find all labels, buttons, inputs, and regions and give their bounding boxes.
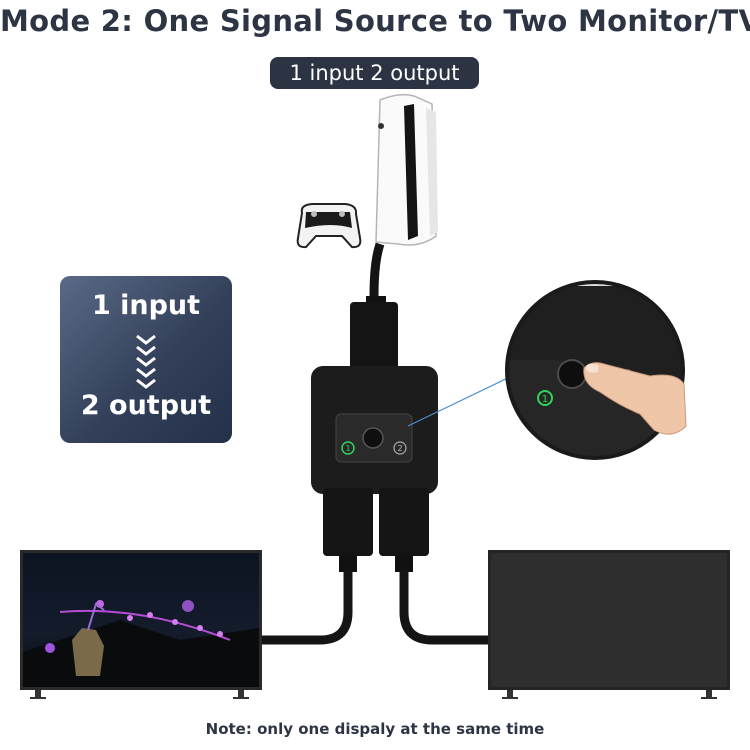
finger-press-icon — [583, 362, 687, 435]
port1-label: 1 — [345, 444, 350, 453]
zoom-port1-label: 1 — [542, 394, 548, 405]
tv-right-icon — [488, 550, 730, 699]
output-cable-left — [262, 570, 353, 645]
chevron-down-icon — [136, 334, 156, 389]
input-hdmi-plug — [350, 302, 398, 374]
tv-left-icon — [20, 550, 262, 699]
input-output-box: 1 input 2 output — [60, 276, 232, 443]
ps5-console-icon — [375, 93, 438, 246]
input-label: 1 input — [91, 290, 201, 321]
footer-note: Note: only one dispaly at the same time — [205, 720, 545, 738]
callout-line — [407, 375, 513, 427]
output-label: 2 output — [80, 390, 212, 421]
output-hdmi-plug-1 — [323, 488, 373, 556]
output-hdmi-plug-2 — [379, 488, 429, 556]
controller-icon — [296, 203, 362, 249]
hdmi-switch-icon: 1 2 — [311, 366, 438, 494]
page-title: Mode 2: One Signal Source to Two Monitor… — [0, 4, 750, 38]
port2-label: 2 — [397, 444, 402, 453]
mode-badge: 1 input 2 output — [270, 57, 479, 89]
output-cable-right — [399, 570, 490, 645]
